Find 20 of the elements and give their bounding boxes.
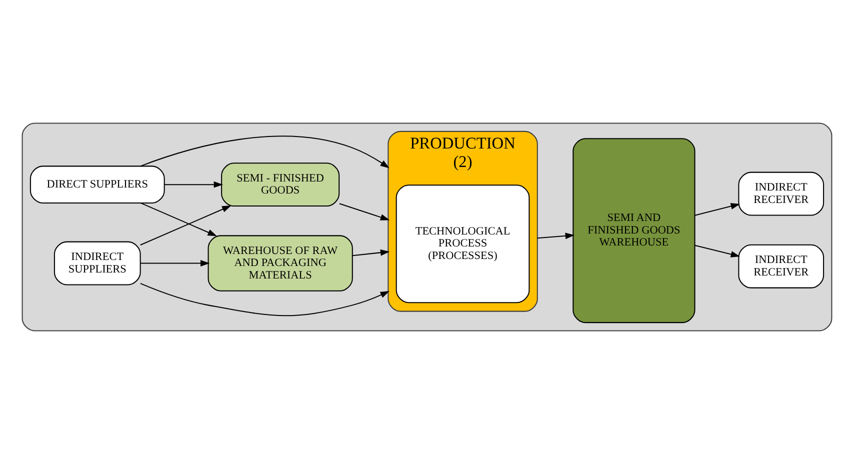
- arrow: [140, 202, 216, 236]
- arrow: [140, 260, 210, 266]
- node-box: SEMI AND FINISHED GOODS WAREHOUSE: [572, 138, 695, 324]
- node-box: INDIRECT RECEIVER: [738, 172, 824, 216]
- node-box: WAREHOUSE OF RAW AND PACKAGING MATERIALS: [207, 235, 352, 292]
- node-box: INDIRECT RECEIVER: [738, 244, 824, 288]
- arrow: [140, 136, 389, 168]
- arrow: [140, 282, 390, 316]
- arrow: [140, 205, 231, 246]
- node-box: DIRECT SUPPLIERS: [29, 166, 164, 204]
- node-box: TECHNOLOGICAL PROCESS (PROCESSES): [395, 184, 530, 304]
- node-box: SEMI - FINISHED GOODS: [220, 162, 340, 207]
- cluster: [21, 122, 832, 332]
- arrow: [536, 232, 574, 240]
- arrow: [352, 249, 390, 256]
- arrow: [694, 203, 740, 216]
- arrow: [164, 181, 223, 188]
- arrow: [338, 203, 390, 220]
- arrow: [694, 244, 740, 258]
- node-box: INDIRECT SUPPLIERS: [53, 241, 140, 286]
